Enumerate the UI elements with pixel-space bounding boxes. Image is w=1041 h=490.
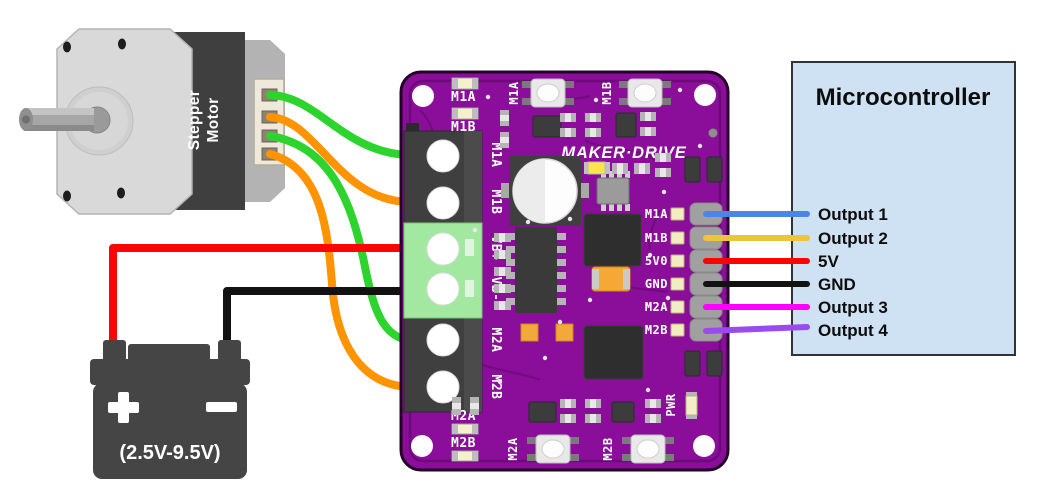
motor-label-line2: Motor (205, 97, 222, 142)
wire-m1a-green (266, 91, 412, 159)
battery-voltage-label: (2.5V-9.5V) (119, 442, 220, 464)
battery-plus-symbol (108, 392, 139, 423)
battery-minus-symbol (206, 402, 237, 412)
status-led-m2b (451, 450, 479, 462)
test-button-m1b (619, 78, 671, 108)
test-button-m1a (522, 78, 574, 108)
motor-screw-hole (63, 190, 71, 202)
terminal-label: M1B (488, 190, 503, 215)
test-button-m2b (622, 434, 674, 464)
wire-vminus-black (223, 287, 410, 348)
stepper-motor: Stepper Motor (19, 28, 285, 215)
microcontroller: Microcontroller Output 1 Output 2 5V GND… (791, 61, 1016, 356)
board-brand-text: MAKER·DRIVE (561, 144, 686, 162)
orange-capacitor (591, 266, 631, 292)
terminal-label: M2A (488, 328, 503, 353)
small-ic (596, 171, 630, 211)
motor-wires (266, 91, 412, 391)
mounting-hole (412, 85, 434, 107)
soic-ic (506, 227, 566, 313)
button-label-m1b: M1B (600, 81, 614, 104)
terminal-hole-vbminus (426, 272, 460, 306)
header-pins (670, 202, 723, 342)
motor-screw-hole (63, 41, 71, 53)
button-label-m2b: M2B (601, 437, 615, 460)
orange-capacitor (520, 323, 539, 342)
battery-terminal-negative (218, 340, 241, 362)
header-pin-label: M1B (645, 231, 668, 245)
header-pin-label: 5V0 (645, 254, 668, 268)
terminal-hole-m1b (426, 186, 460, 220)
mcu-title: Microcontroller (816, 84, 991, 111)
motor-shaft (19, 108, 94, 131)
header-pin-label: M2B (645, 323, 668, 337)
terminal-block (403, 123, 483, 413)
header-pin-label: GND (645, 277, 668, 291)
battery-cap (128, 344, 210, 362)
mcu-pin-label: GND (818, 275, 856, 294)
solder-pad (670, 207, 685, 221)
wire-m2b-orange (266, 150, 412, 391)
driver-ic (583, 213, 642, 267)
wire-vplus-red (109, 244, 410, 348)
status-led-m1b (451, 107, 479, 120)
header-pin-label: M1A (645, 207, 668, 221)
led-label-m1a: M1A (451, 90, 476, 105)
battery-top-bar (90, 359, 250, 385)
terminal-slot (465, 280, 474, 297)
solder-pad (670, 323, 685, 337)
wire-m2a-green (266, 132, 412, 344)
solder-pad (670, 300, 685, 314)
solder-pad (670, 231, 685, 245)
mcu-pin-label: Output 1 (818, 205, 888, 224)
motor-screw-hole (117, 187, 125, 199)
button-label-m2a: M2A (506, 437, 520, 460)
mounting-hole (411, 435, 433, 457)
wire-m1b-orange (266, 113, 412, 206)
mounting-hole (693, 435, 715, 457)
button-label-m1a: M1A (507, 81, 521, 104)
motor-label-line1: Stepper (186, 90, 203, 151)
power-led (685, 392, 698, 419)
solder-pad (670, 277, 685, 291)
mcu-pin-label: Output 2 (818, 229, 888, 248)
mcu-pin-label: Output 3 (818, 298, 888, 317)
header-pin-label: M2A (645, 300, 668, 314)
driver-ic (583, 325, 644, 380)
led-label-m1b: M1B (451, 120, 476, 135)
terminal-hole-vbplus (426, 232, 460, 266)
battery-terminal-positive (103, 340, 126, 362)
pcb-vias (472, 87, 715, 393)
solder-pad (670, 254, 685, 268)
motor-screw-hole (118, 38, 126, 50)
yellow-capacitor (584, 161, 610, 175)
terminal-label: M2B (488, 375, 503, 400)
terminal-hole-m2b (426, 370, 460, 404)
mcu-pin-label: 5V (818, 252, 839, 271)
battery: (2.5V-9.5V) (90, 244, 410, 479)
fiducial-dot (708, 128, 718, 138)
terminal-label: M1A (488, 143, 503, 168)
signal-wires (703, 211, 810, 334)
pwr-label: PWR (664, 393, 678, 416)
status-led-m2a (451, 423, 479, 435)
wire-output4-purple (703, 324, 810, 334)
terminal-hole-m2a (426, 323, 460, 357)
battery-body (93, 383, 247, 479)
mcu-pin-label: Output 4 (818, 321, 888, 340)
mounting-hole (694, 84, 716, 106)
status-led-m1a (451, 77, 479, 90)
terminal-tab (406, 123, 419, 132)
driver-board: M1A M1B VB+ VB- M2A M2B M1A M1B M2A M2B … (399, 70, 730, 472)
pcb-components (501, 112, 723, 423)
test-button-m2a (527, 434, 579, 464)
mcu-box (791, 61, 1016, 356)
pcb-resistors (452, 110, 671, 423)
terminal-hole-m1a (426, 139, 460, 173)
orange-capacitor (555, 323, 574, 342)
terminal-slot (465, 239, 474, 256)
led-label-m2b: M2B (451, 436, 476, 451)
